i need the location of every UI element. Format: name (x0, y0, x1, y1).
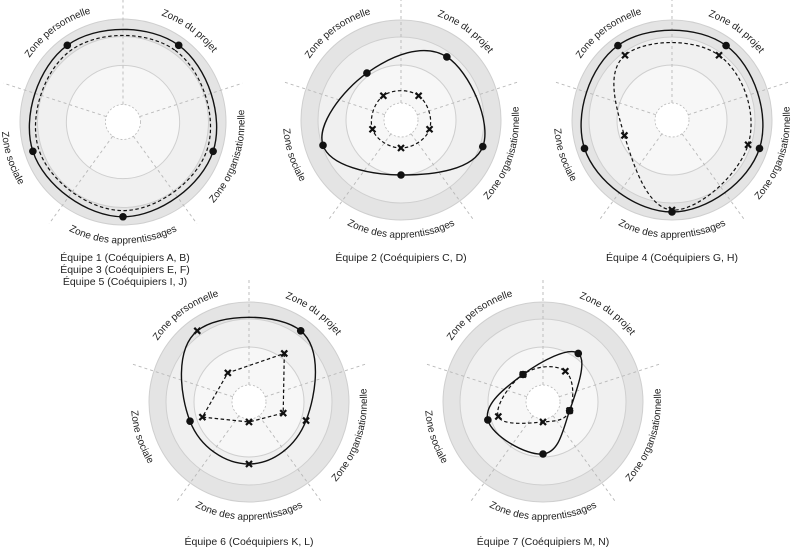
ring-core (231, 384, 267, 420)
diagram-caption: Équipe 4 (Coéquipiers G, H) (606, 252, 738, 264)
dot-marker-icon (722, 41, 730, 50)
zone-label: Zone des apprentissages (67, 224, 178, 247)
x-marker-icon (397, 144, 405, 152)
ring-core (525, 384, 561, 420)
solid-series-line (580, 29, 764, 213)
caption-line: Équipe 2 (Coéquipiers C, D) (335, 252, 467, 264)
dot-marker-icon (209, 147, 217, 156)
dot-marker-icon (186, 417, 194, 425)
x-marker-icon (715, 51, 723, 60)
x-marker-icon (425, 125, 434, 134)
dot-marker-icon (755, 144, 764, 153)
axis-separator (139, 82, 243, 118)
diagram-caption: Équipe 6 (Coéquipiers K, L) (185, 536, 314, 548)
diagram-caption: Équipe 2 (Coéquipiers C, D) (335, 252, 466, 264)
dot-marker-icon (296, 327, 305, 335)
dot-marker-icon (478, 142, 487, 151)
dot-marker-icon (174, 41, 183, 50)
x-marker-icon (198, 413, 207, 421)
dot-marker-icon (363, 69, 371, 77)
x-marker-icon (744, 140, 752, 149)
x-marker-icon (368, 125, 377, 134)
dot-marker-icon (519, 370, 527, 379)
caption-line: Équipe 1 (Coéquipiers A, B) (60, 252, 190, 264)
dot-marker-icon (484, 416, 492, 424)
caption-line: Équipe 4 (Coéquipiers G, H) (606, 252, 738, 264)
dashed-series-line (613, 41, 752, 211)
x-marker-icon (302, 416, 310, 425)
x-marker-icon (280, 349, 289, 358)
dot-marker-icon (668, 208, 676, 216)
caption-line: Équipe 3 (Coéquipiers E, F) (60, 264, 190, 276)
x-marker-icon (561, 367, 570, 376)
caption-line: Équipe 6 (Coéquipiers K, L) (184, 536, 314, 548)
x-marker-icon (414, 91, 423, 100)
x-marker-icon (279, 409, 288, 417)
dot-marker-icon (29, 147, 37, 156)
solid-series-line (180, 316, 317, 465)
dot-marker-icon (539, 450, 547, 458)
caption-line: Équipe 5 (Coéquipiers I, J) (62, 276, 188, 288)
dot-marker-icon (580, 144, 589, 153)
x-marker-icon (245, 418, 253, 426)
x-marker-icon (620, 131, 629, 140)
dot-marker-icon (443, 53, 451, 61)
dot-marker-icon (397, 171, 405, 179)
diagram-caption: Équipe 1 (Coéquipiers A, B)Équipe 3 (Coé… (60, 252, 190, 288)
caption-line: Équipe 7 (Coéquipiers M, N) (476, 536, 610, 548)
zone-label: Zone des apprentissages (617, 218, 728, 241)
dot-marker-icon (63, 41, 72, 50)
zone-label: Zone des apprentissages (488, 500, 599, 523)
diagram-caption: Équipe 7 (Coéquipiers M, N) (477, 536, 609, 548)
ring-core (654, 102, 690, 138)
x-marker-icon (494, 412, 503, 421)
ring-core (105, 104, 141, 140)
dot-marker-icon (319, 141, 327, 150)
x-marker-icon (193, 327, 202, 335)
dashed-series-line (201, 352, 285, 423)
solid-series-line (321, 49, 486, 176)
dot-marker-icon (119, 212, 127, 221)
x-marker-icon (379, 91, 388, 100)
dashed-series-line (34, 34, 212, 212)
dot-marker-icon (614, 41, 622, 50)
axis-separator (48, 135, 114, 224)
x-marker-icon (539, 418, 547, 426)
x-marker-icon (245, 460, 253, 468)
zone-label: Zone des apprentissages (194, 500, 305, 523)
axis-separator (132, 135, 198, 224)
ring-core (383, 102, 419, 138)
dot-marker-icon (574, 349, 583, 358)
axis-separator (3, 82, 107, 118)
x-marker-icon (621, 51, 629, 60)
zone-label: Zone des apprentissages (346, 218, 457, 241)
solid-series-line (486, 350, 583, 455)
solid-series-line (28, 28, 218, 218)
x-marker-icon (224, 369, 232, 377)
dashed-series-line (370, 90, 432, 149)
dot-marker-icon (565, 406, 574, 415)
